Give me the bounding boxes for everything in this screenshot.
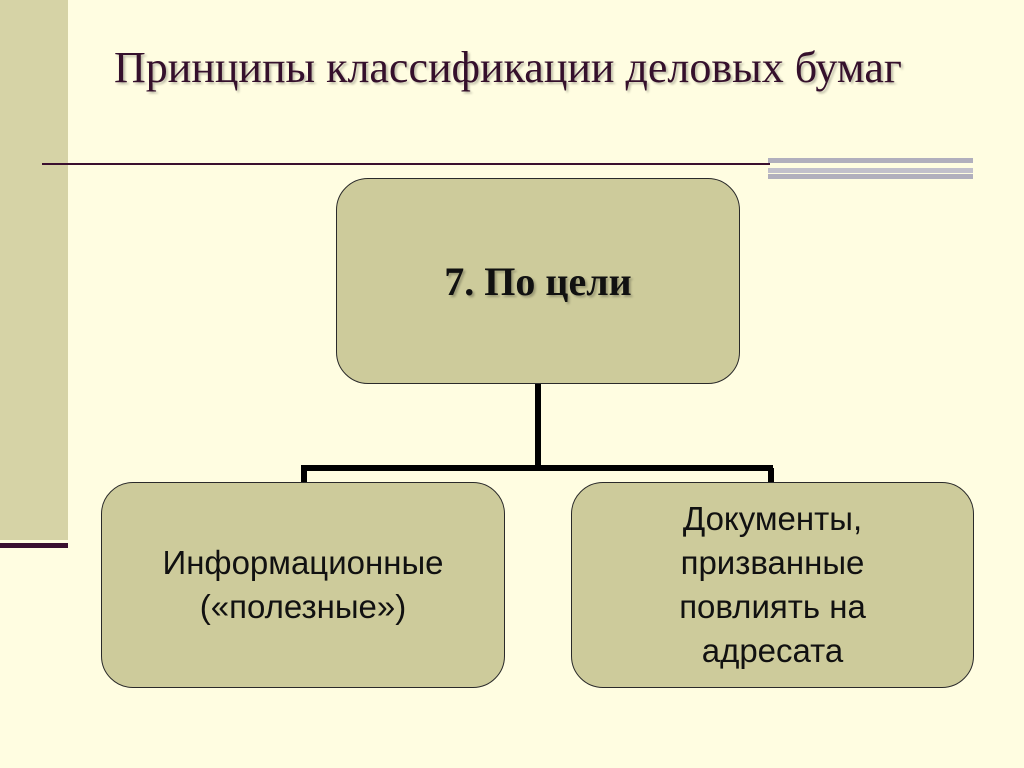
slide-title: Принципы классификации деловых бумаг: [114, 43, 902, 92]
decor-stripe: [768, 168, 973, 173]
child-node-label: Информационные(«полезные»): [162, 544, 444, 625]
child-node-informational: Информационные(«полезные»): [101, 482, 505, 688]
decor-stripe: [768, 174, 973, 179]
root-node: 7. По цели: [336, 178, 740, 384]
root-node-label: 7. По цели: [444, 258, 632, 304]
left-decor-bar: [0, 0, 68, 540]
left-accent-line: [0, 543, 68, 548]
title-divider: [42, 163, 770, 165]
decor-stripe: [768, 158, 973, 163]
